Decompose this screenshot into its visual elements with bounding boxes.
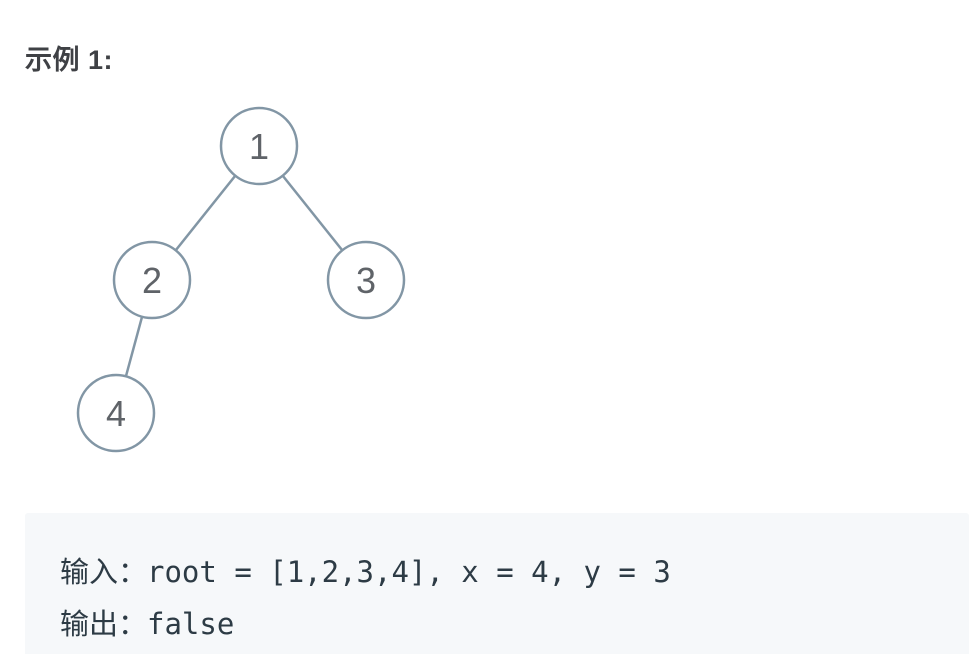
tree-node-3-label: 3 <box>356 260 376 301</box>
example-input-value: root = [1,2,3,4], x = 4, y = 3 <box>147 555 671 589</box>
example-output-label: 输出： <box>60 607 148 641</box>
tree-node-1: 1 <box>219 106 299 186</box>
example-output-value: false <box>147 607 235 641</box>
example-output-line: 输出：false <box>60 598 934 650</box>
tree-node-4-label: 4 <box>106 393 126 434</box>
tree-node-1-label: 1 <box>249 126 269 167</box>
example-title: 示例 1: <box>25 45 114 75</box>
tree-node-2-label: 2 <box>142 260 162 301</box>
example-input-line: 输入：root = [1,2,3,4], x = 4, y = 3 <box>60 546 934 598</box>
example-input-label: 输入： <box>60 555 148 589</box>
tree-node-4-circle <box>76 373 156 453</box>
example-io-block: 输入：root = [1,2,3,4], x = 4, y = 3 输出：fal… <box>25 513 969 654</box>
tree-node-2-circle <box>112 240 192 320</box>
tree-node-4: 4 <box>76 373 156 453</box>
tree-node-3: 3 <box>326 240 406 320</box>
binary-tree-diagram: 1 2 3 4 <box>76 106 406 453</box>
tree-node-2: 2 <box>112 240 192 320</box>
tree-node-1-circle <box>219 106 299 186</box>
tree-node-3-circle <box>326 240 406 320</box>
